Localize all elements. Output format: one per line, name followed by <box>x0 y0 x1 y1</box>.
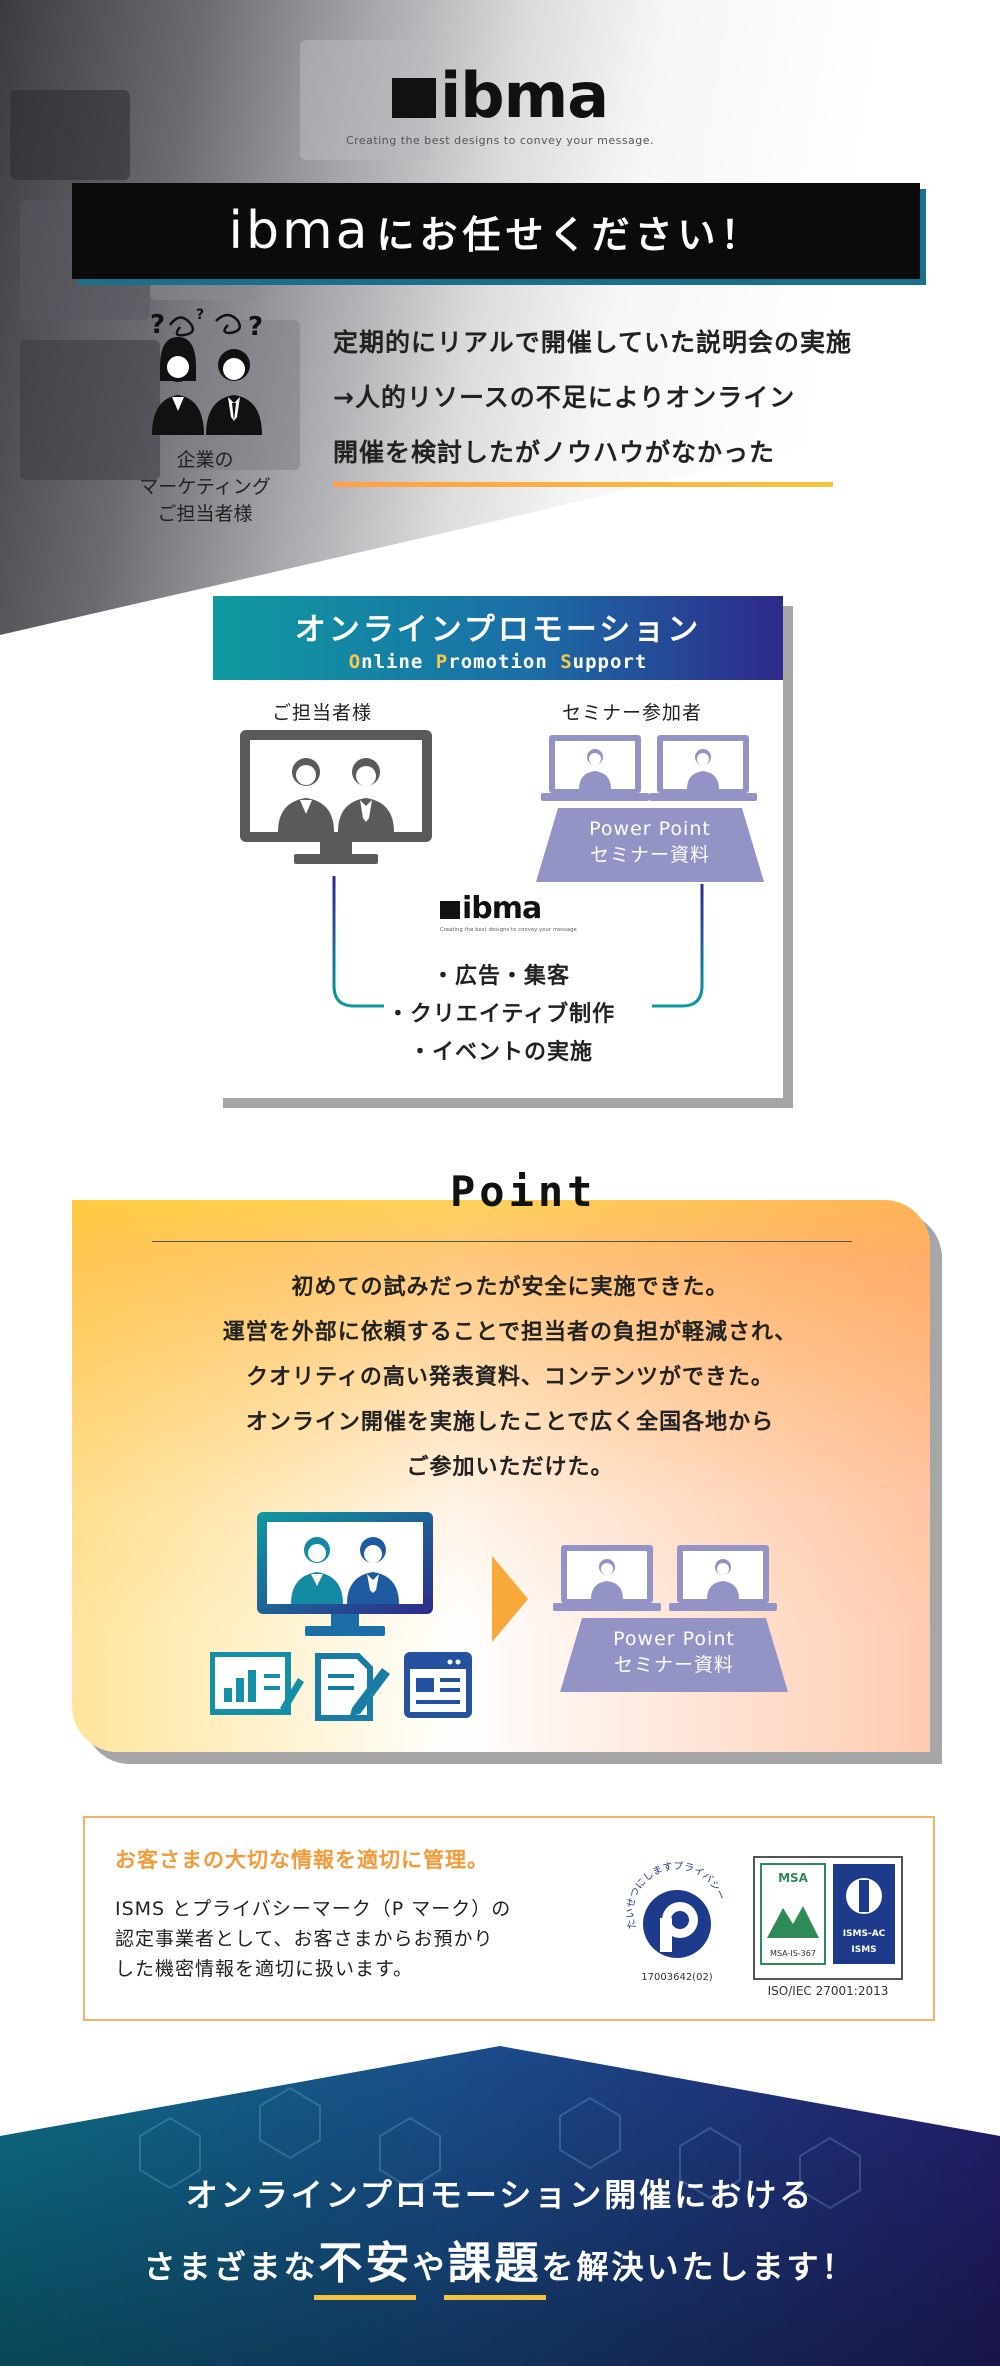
problem-line: →人的リソースの不足によりオンライン <box>333 383 796 412</box>
brand-logo-small: ibma Creating the best designs to convey… <box>440 891 579 933</box>
footer-emphasis: 課題 <box>443 2234 546 2300</box>
point-line: ご参加いただけた。 <box>406 1455 614 1480</box>
services-list: ・広告・集客 ・クリエイティブ制作 ・イベントの実施 <box>368 958 634 1072</box>
isms-standard: ISO/IEC 27001:2013 <box>767 1984 889 1998</box>
persona-label-line: マーケティング <box>139 476 271 498</box>
persona-block: ? ? ? 企業の マーケティング ご担当者様 <box>110 305 300 528</box>
point-title: Point <box>450 1167 597 1216</box>
participant-laptop-icon <box>669 1545 777 1611</box>
problem-underline <box>333 482 833 487</box>
hero-photo-tile <box>180 320 300 470</box>
point-line: オンライン開催を実施したことで広く全国各地から <box>245 1410 775 1435</box>
persona-label-line: 企業の <box>176 449 234 471</box>
powerpoint-slide-shape <box>560 1618 788 1692</box>
brand-logo: ibma Creating the best designs to convey… <box>330 59 670 148</box>
brand-tagline: Creating the best designs to convey your… <box>345 134 655 147</box>
footer-line-1: オンラインプロモーション開催における <box>185 2176 815 2214</box>
svg-text:ISMS-AC: ISMS-AC <box>843 1929 886 1939</box>
worried-staff-icon: ? ? ? <box>150 307 263 435</box>
client-monitor-icon <box>240 730 432 864</box>
problem-line: 定期的にリアルで開催していた説明会の実施 <box>333 328 853 357</box>
service-item: ・広告・集客 <box>431 964 570 989</box>
flow-diagram-header: オンラインプロモーション Online Promotion Support <box>213 596 783 680</box>
hero-photo-tile <box>20 340 160 480</box>
chevron-right-icon <box>492 1556 528 1642</box>
presentation-chart-icon <box>210 1652 304 1715</box>
security-line: ISMS とプライバシーマーク（P マーク）の <box>115 1898 512 1920</box>
security-box: お客さまの大切な情報を適切に管理。 ISMS とプライバシーマーク（P マーク）… <box>83 1816 935 2021</box>
problem-statement: 定期的にリアルで開催していた説明会の実施 →人的リソースの不足によりオンライン … <box>333 315 953 487</box>
privacy-mark-logo: たいせつにしますプライバシー 17003642(02) <box>622 1858 732 1988</box>
security-line: 認定事業者として、お客さまからお預かり <box>115 1928 494 1950</box>
logo-text: ibma <box>439 59 609 132</box>
point-line: 運営を外部に依頼することで担当者の負担が軽減され、 <box>222 1320 798 1345</box>
document-edit-icon <box>315 1653 390 1721</box>
logo-mark <box>391 78 436 118</box>
flow-heading: オンラインプロモーション <box>294 612 702 648</box>
point-line: 初めての試みだったが安全に実施できた。 <box>291 1275 729 1300</box>
participant-label: セミナー参加者 <box>562 702 703 724</box>
flow-connector-lines <box>332 782 704 1008</box>
powerpoint-slide-shape <box>536 808 764 882</box>
persona-label-line: ご担当者様 <box>157 503 253 525</box>
flow-subheading: Online Promotion Support <box>348 651 648 673</box>
powerpoint-label: Power Point セミナー資料 <box>613 1628 735 1676</box>
participant-laptop-icon <box>553 1545 661 1611</box>
footer-line-2: さまざまな不安や課題を解決いたします！ <box>0 2234 1000 2300</box>
participant-laptop-icon <box>649 735 757 801</box>
footer-banner-background <box>0 2046 1000 2366</box>
svg-text:?: ? <box>248 312 263 342</box>
service-item: ・イベントの実施 <box>408 1040 593 1065</box>
client-label: ご担当者様 <box>272 702 373 724</box>
security-line: した機密情報を適切に扱います。 <box>115 1958 414 1980</box>
title-brand-text: ibma <box>228 201 371 261</box>
svg-text:MSA: MSA <box>778 1871 809 1885</box>
svg-text:MSA-IS-367: MSA-IS-367 <box>770 1949 816 1958</box>
online-meeting-monitor-icon <box>257 1512 433 1636</box>
title-banner: ibma にお任せください！ <box>72 183 920 279</box>
point-line: クオリティの高い発表資料、コンテンツができた。 <box>246 1365 774 1390</box>
isms-certification-logo: MSA MSA-IS-367 ISMS-AC ISMS ISO/IEC 2700… <box>753 1856 903 2002</box>
powerpoint-label: Power Point セミナー資料 <box>589 818 711 866</box>
web-page-icon <box>404 1652 472 1718</box>
service-item: ・クリエイティブ制作 <box>386 1002 616 1027</box>
privacy-mark-number: 17003642(02) <box>641 1972 713 1983</box>
problem-line: 開催を検討したがノウハウがなかった <box>333 438 776 467</box>
point-text: 初めての試みだったが安全に実施できた。 運営を外部に依頼することで担当者の負担が… <box>100 1265 920 1490</box>
hero-photo-tile <box>10 90 130 180</box>
security-title: お客さまの大切な情報を適切に管理。 <box>115 1848 489 1872</box>
security-body: ISMS とプライバシーマーク（P マーク）の 認定事業者として、お客さまからお… <box>115 1894 585 1984</box>
footer-message: オンラインプロモーション開催における さまざまな不安や課題を解決いたします！ <box>0 2170 1000 2300</box>
svg-text:ISMS: ISMS <box>851 1945 876 1955</box>
footer-emphasis: 不安 <box>314 2234 417 2300</box>
logo-mark <box>440 901 460 919</box>
svg-text:?: ? <box>196 307 204 323</box>
svg-text:?: ? <box>150 310 165 340</box>
point-divider <box>152 1241 852 1242</box>
participant-laptop-icon <box>541 735 649 801</box>
title-text: にお任せください！ <box>376 212 764 257</box>
